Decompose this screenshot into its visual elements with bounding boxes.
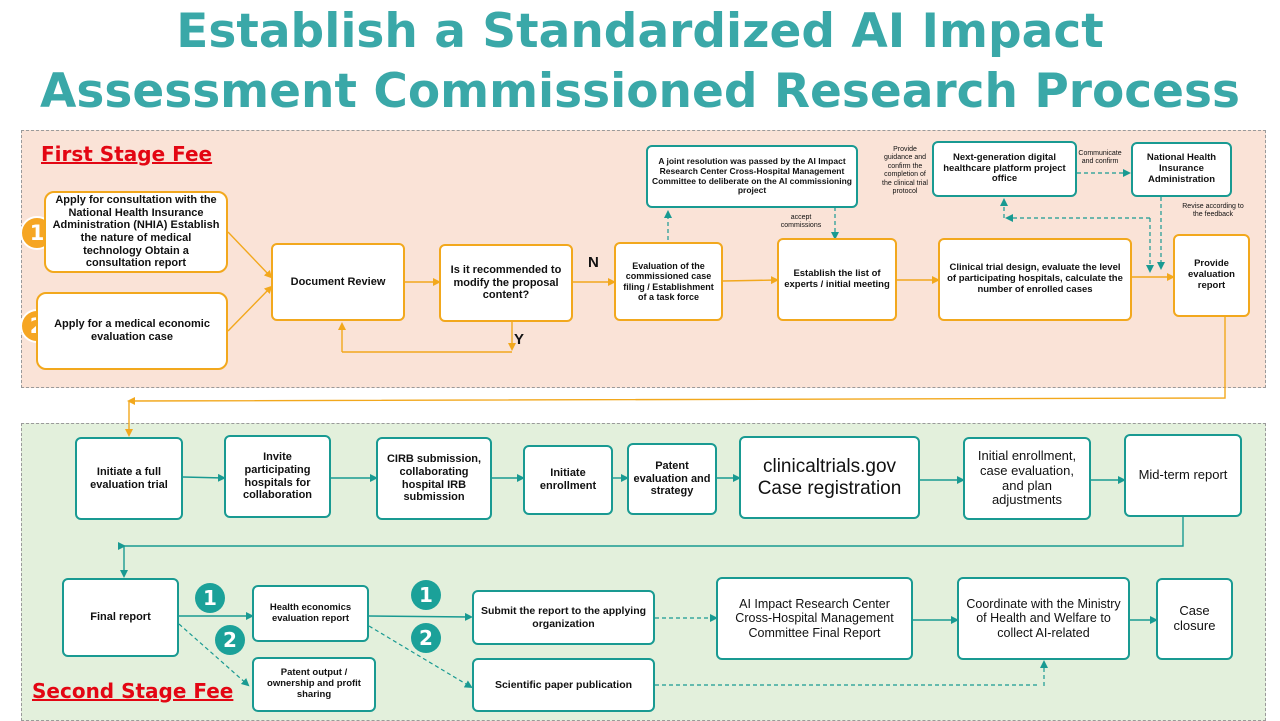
clinicaltrials-registration-box: clinicaltrials.gov Case registration [739, 436, 920, 519]
submit-report-box: Submit the report to the applying organi… [472, 590, 655, 645]
path-2-badge: 2 [215, 625, 245, 655]
page-title-line-2: Assessment Commissioned Research Process [40, 64, 1240, 119]
evaluation-filing-box: Evaluation of the commissioned case fili… [614, 242, 723, 321]
experts-list-box: Establish the list of experts / initial … [777, 238, 897, 321]
patent-evaluation-box: Patent evaluation and strategy [627, 443, 717, 515]
guidance-note: Provide guidance and confirm the complet… [882, 146, 928, 195]
apply-consultation-box: Apply for consultation with the National… [44, 191, 228, 273]
midterm-report-box: Mid-term report [1124, 434, 1242, 517]
final-report-box: Final report [62, 578, 179, 657]
coordinate-ministry-box: Coordinate with the Ministry of Health a… [957, 577, 1130, 660]
health-economics-report-box: Health economics evaluation report [252, 585, 369, 642]
case-closure-box: Case closure [1156, 578, 1233, 660]
communicate-note: Communicate and confirm [1078, 150, 1122, 166]
first-stage-fee-label: First Stage Fee [41, 142, 213, 166]
initiate-enrollment-box: Initiate enrollment [523, 445, 613, 515]
cirb-submission-box: CIRB submission, collaborating hospital … [376, 437, 492, 520]
path-1b-badge: 1 [411, 580, 441, 610]
nhia-box: National Health Insurance Administration [1131, 142, 1232, 197]
accept-commissions-note: accept commissions [780, 214, 822, 230]
path-1-badge: 1 [195, 583, 225, 613]
ai-committee-final-report-box: AI Impact Research Center Cross-Hospital… [716, 577, 913, 660]
label-no: N [588, 254, 599, 271]
initiate-trial-box: Initiate a full evaluation trial [75, 437, 183, 520]
initial-enrollment-box: Initial enrollment, case evaluation, and… [963, 437, 1091, 520]
scientific-paper-box: Scientific paper publication [472, 658, 655, 712]
apply-medical-evaluation-box: Apply for a medical economic evaluation … [36, 292, 228, 370]
recommend-modify-decision: Is it recommended to modify the proposal… [439, 244, 573, 322]
invite-hospitals-box: Invite participating hospitals for colla… [224, 435, 331, 518]
second-stage-fee-label: Second Stage Fee [32, 679, 234, 703]
revise-feedback-note: Revise according to the feedback [1182, 203, 1244, 219]
joint-resolution-box: A joint resolution was passed by the AI … [646, 145, 858, 208]
clinical-trial-design-box: Clinical trial design, evaluate the leve… [938, 238, 1132, 321]
page-title-line-1: Establish a Standardized AI Impact [176, 4, 1104, 59]
label-yes: Y [514, 331, 525, 348]
path-2b-badge: 2 [411, 623, 441, 653]
provide-evaluation-report-box: Provide evaluation report [1173, 234, 1250, 317]
document-review-box: Document Review [271, 243, 405, 321]
patent-output-box: Patent output / ownership and profit sha… [252, 657, 376, 712]
nextgen-project-office-box: Next-generation digital healthcare platf… [932, 141, 1077, 197]
